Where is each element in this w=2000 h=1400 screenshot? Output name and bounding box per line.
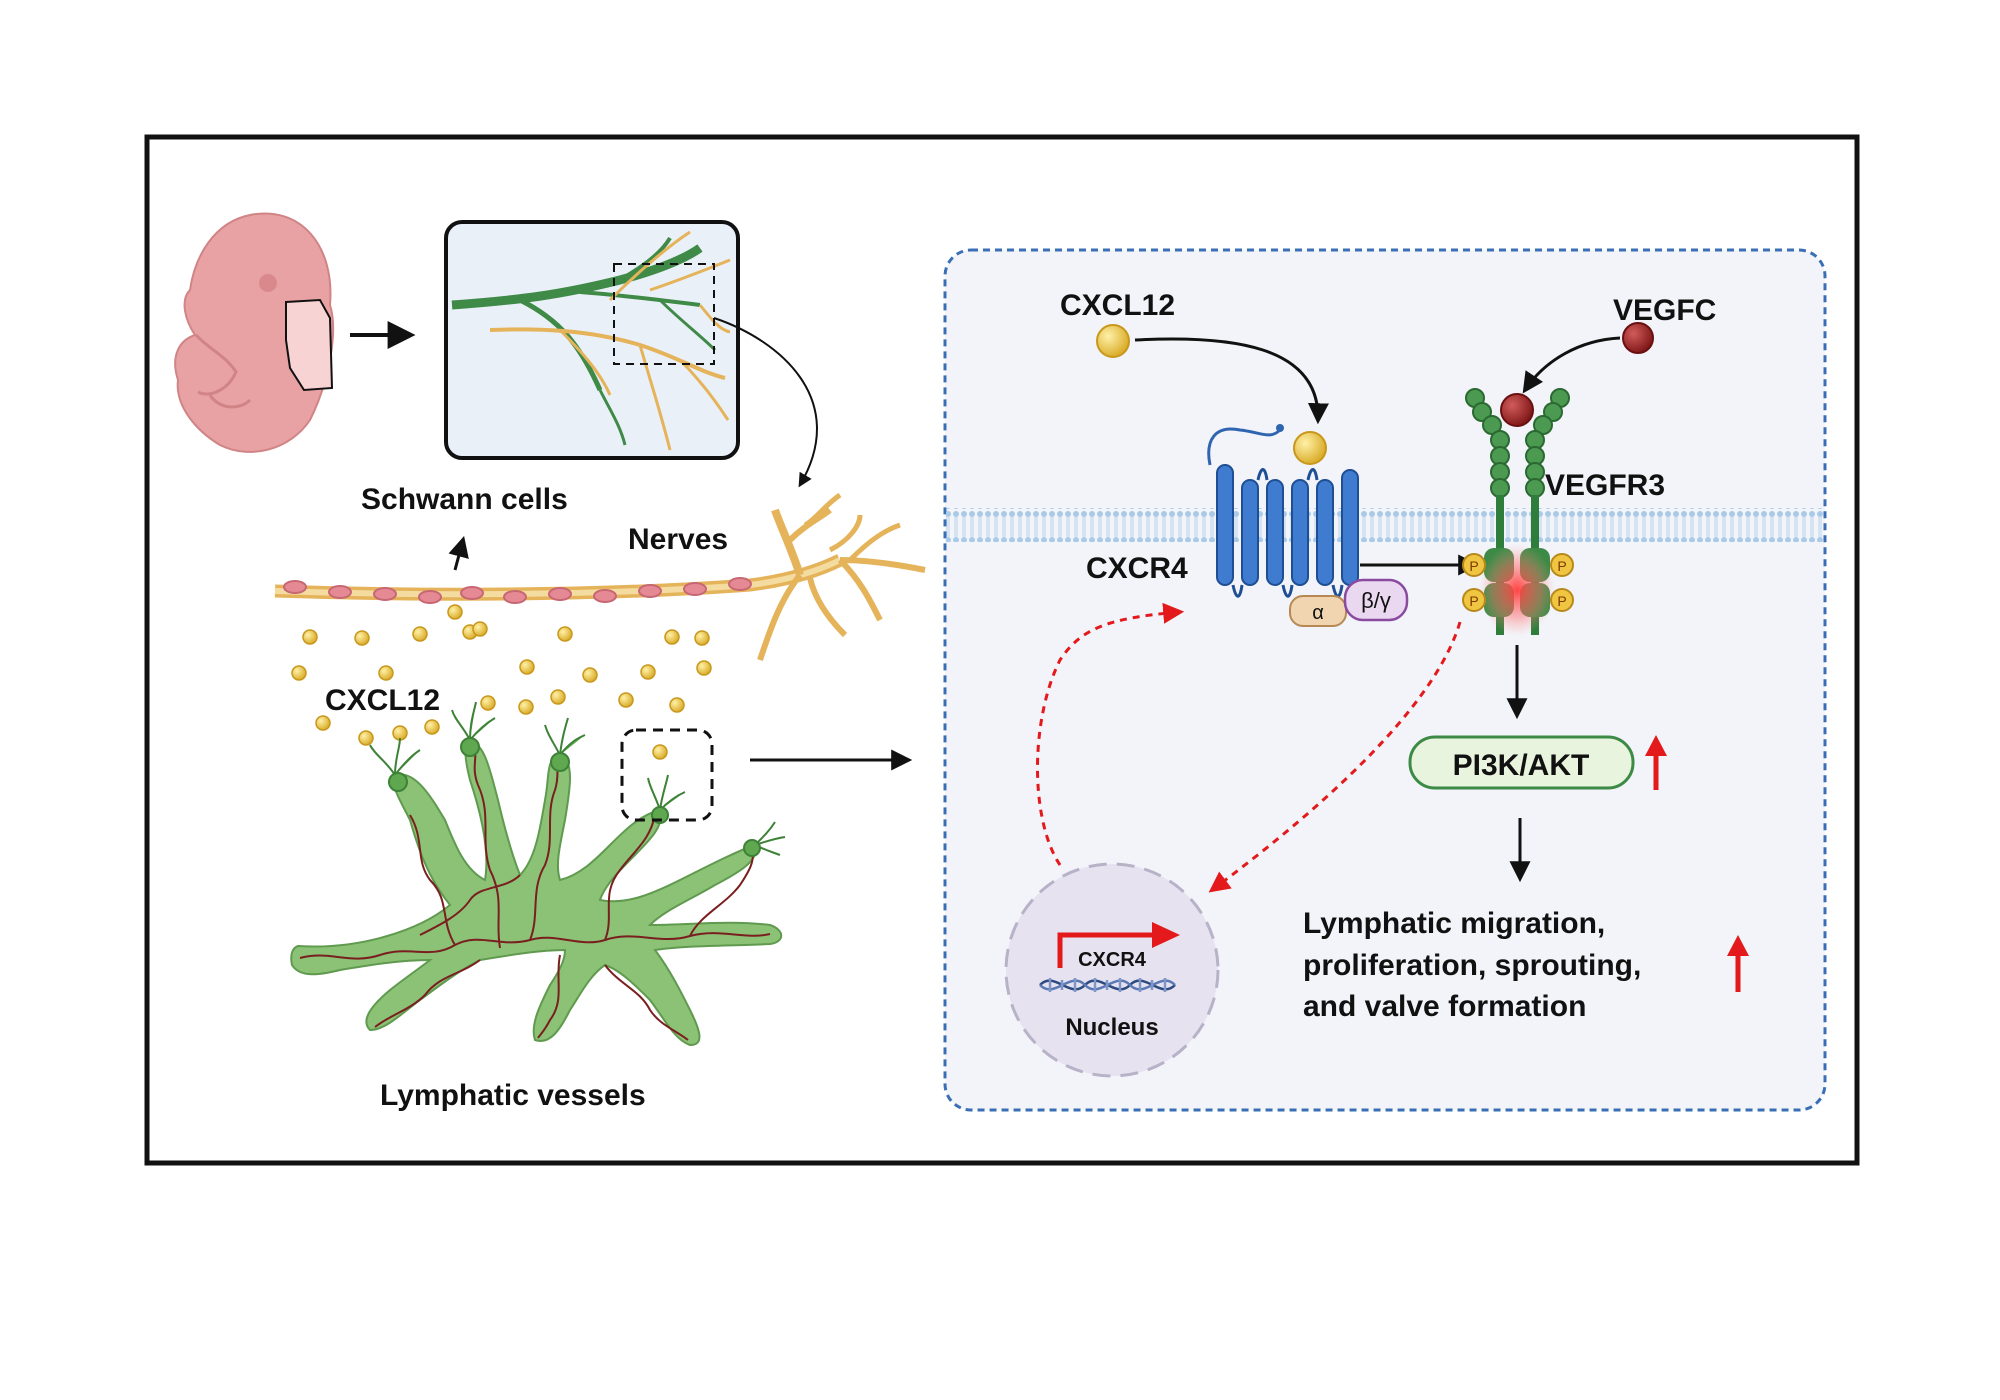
g-alpha-label: α <box>1312 602 1324 624</box>
vegfr3-receptor <box>1465 388 1570 636</box>
cell-membrane <box>946 508 1824 542</box>
cxcr4-label: CXCR4 <box>1086 552 1188 585</box>
schwann-cells <box>283 577 752 604</box>
cxcl12-bound-ligand <box>1293 431 1327 465</box>
schwann-arrow <box>448 535 469 571</box>
vegfc-bound-ligand <box>1500 393 1534 427</box>
schwann-cells-label: Schwann cells <box>361 483 568 516</box>
phospho-label: P <box>1469 558 1478 574</box>
outcome-line1: Lymphatic migration, <box>1303 907 1605 940</box>
vegfr3-label: VEGFR3 <box>1545 469 1665 502</box>
transcription-start-arrow <box>1057 922 1180 968</box>
lymphatic-vessels <box>290 701 786 1047</box>
phospho-label: P <box>1557 593 1566 609</box>
inset-to-nerve-arrow <box>713 317 818 488</box>
embryo-icon <box>174 212 335 453</box>
g-beta-gamma-subunit <box>1343 578 1409 622</box>
dna-icon <box>1039 978 1176 992</box>
nerve-inset <box>444 220 740 460</box>
pi3k-akt-label: PI3K/AKT <box>1453 749 1590 782</box>
phospho-label: P <box>1469 593 1478 609</box>
outcome-line2: proliferation, sprouting, <box>1303 949 1641 982</box>
cxcl12-dots <box>291 604 712 760</box>
vegfc-ligand <box>1622 322 1654 354</box>
outcome-line3: and valve formation <box>1303 990 1586 1023</box>
nerves-label: Nerves <box>628 523 728 556</box>
phosphate-groups: P P P P <box>1462 553 1574 612</box>
nucleus-label: Nucleus <box>1065 1014 1158 1041</box>
cxcl12-ligand <box>1096 324 1130 358</box>
cxcl12-binding-arrow <box>1134 337 1329 425</box>
up-arrow-icon <box>1645 735 1667 790</box>
nucleus <box>1004 862 1220 1078</box>
pi3k-akt-box <box>1408 735 1635 790</box>
lymphatic-vessels-label: Lymphatic vessels <box>380 1079 646 1112</box>
vegfr3-to-nucleus-arrow <box>1208 621 1462 893</box>
cxcl12-left-label: CXCL12 <box>325 684 440 717</box>
g-beta-gamma-label: β/γ <box>1361 588 1391 613</box>
cxcl12-right-label: CXCL12 <box>1060 289 1175 322</box>
up-arrow-icon <box>1727 935 1749 992</box>
vegfc-label: VEGFC <box>1613 294 1716 327</box>
gene-cxcr4-label: CXCR4 <box>1078 949 1147 971</box>
vegfc-binding-arrow <box>1522 336 1621 394</box>
phospho-label: P <box>1557 558 1566 574</box>
